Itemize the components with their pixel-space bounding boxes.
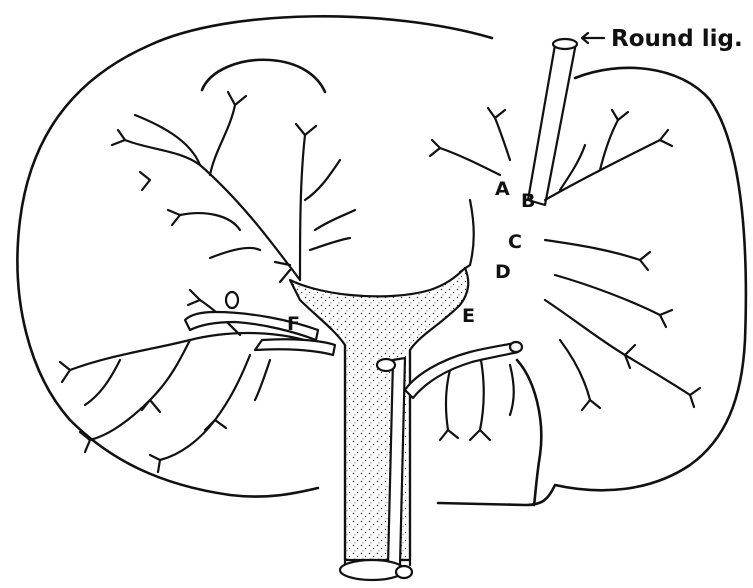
trunk-cut-end [340,560,404,580]
left-lobe-duct-branches [430,108,700,440]
hepatic-artery-top [377,359,395,371]
label-f: F [287,313,300,335]
label-c: C [508,231,522,253]
label-round-lig: Round lig. [611,26,743,52]
label-e: E [462,305,475,327]
artery-cut-end [396,566,412,578]
round-ligament-arrow [582,33,604,43]
round-ligament-end [553,39,577,49]
liver-outline-right-lobe [17,16,492,496]
right-portal-branch [255,339,335,355]
label-a: A [495,178,510,200]
label-b: B [521,190,535,212]
portal-bifurcation [290,268,468,560]
right-lobe-duct-branches [60,92,355,472]
right-hepatic-branch-end [226,292,238,308]
artery-branch-left-end [510,342,522,352]
label-d: D [495,261,511,283]
left-lobe-inner-contour [517,360,541,505]
artery-branch-left [405,343,518,398]
gallbladder-fossa-arc [202,60,325,92]
round-ligament [528,43,576,205]
